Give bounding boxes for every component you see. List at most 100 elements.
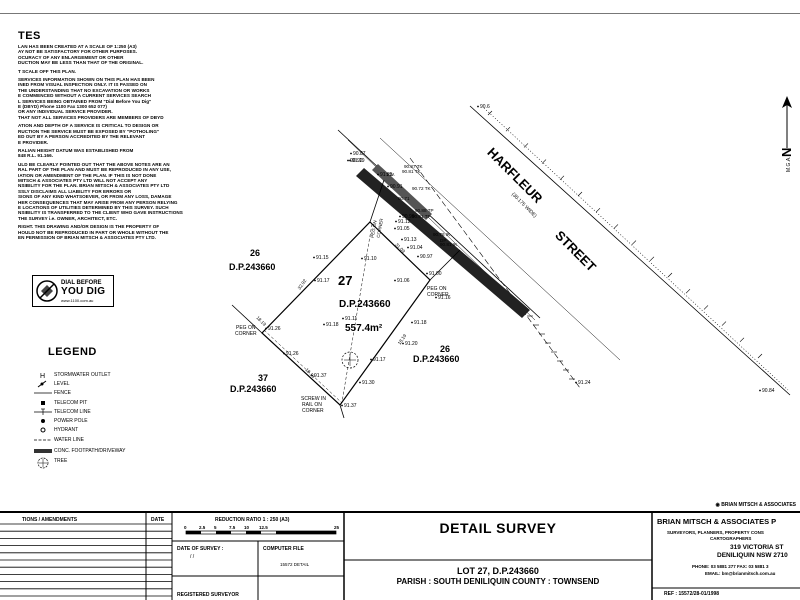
note-line: E (DBYD) Phone 1100 Fax 1300 652 077)	[18, 104, 107, 110]
reduction-ratio: REDUCTION RATIO 1 : 250 (A3)	[215, 517, 290, 523]
tree-icon	[341, 351, 359, 369]
legend-label: LEVEL	[54, 381, 70, 387]
legend-title: LEGEND	[48, 346, 97, 358]
adjoining-lot-dp-2: D.P.243660	[413, 354, 459, 364]
adjoining-lot-dp-3: D.P.243660	[230, 384, 276, 394]
tree-icon	[34, 457, 52, 469]
fence-line-2	[341, 223, 373, 403]
concrete-footpath	[356, 168, 530, 318]
note-line: RAL PART OF THE PLAN AND MUST BE REPRODU…	[18, 167, 171, 173]
service-tag: 90.81 TK	[402, 169, 421, 174]
peg-west-line-1: PEG ON	[236, 325, 256, 331]
service-tag: 90.71	[398, 196, 410, 201]
service-tag: 90.81 TP	[412, 214, 431, 219]
note-line: OR ANY INDIVIDUAL SERVICE PROVIDER.	[18, 109, 113, 115]
firm-name: BRIAN MITSCH & ASSOCIATES P	[657, 517, 777, 526]
level-point	[394, 227, 396, 230]
note-line: RALIAN HEIGHT DATUM WAS ESTABLISHED FROM	[18, 147, 134, 153]
lot-line: LOT 27, D.P.243660	[457, 566, 539, 576]
note-block: ULD BE CLEARLY POINTED OUT THAT THE ABOV…	[18, 162, 218, 221]
legend-label: WATER LINE	[54, 437, 85, 443]
spot-level: 91.37	[344, 403, 357, 409]
spot-levels: 91.1990.8790.9290.690.9190.9991.0591.129…	[265, 104, 775, 409]
level-tick	[667, 272, 673, 278]
level-tick	[721, 321, 727, 326]
note-line: ATION AND DEPTH OF A SERVICE IS CRITICAL…	[18, 123, 159, 129]
telecom-line	[409, 157, 581, 389]
legend-label: HYDRANT	[54, 427, 79, 433]
boundary-dimension: 18.19	[397, 333, 408, 346]
spot-level: 91.18	[326, 322, 339, 328]
level-point	[361, 257, 363, 260]
level-point	[350, 152, 352, 155]
notes-panel: LAN HAS BEEN CREATED AT A SCALE OF 1:250…	[18, 44, 218, 243]
telecom-line-icon	[34, 408, 52, 416]
note-block: RIGHT. THIS DRAWING AND/OR DESIGN IS THE…	[18, 224, 218, 240]
note-line: RIGHT. THIS DRAWING AND/OR DESIGN IS THE…	[18, 224, 160, 230]
north-arrow: N M.G.A.	[779, 96, 794, 172]
title-block-top-border	[0, 511, 800, 513]
legend-label: TELECOM PIT	[54, 400, 88, 406]
level-point	[394, 279, 396, 282]
note-line: OCURACY OF ANY ENLARGEMENT OR OTHER	[18, 54, 124, 60]
computer-file-value: 15572 DETAIL	[280, 562, 310, 567]
spot-level: 91.37	[314, 373, 327, 379]
peg-west-line-2: CORNER	[235, 331, 257, 337]
adjoining-lot-number-3: 37	[258, 373, 268, 383]
note-line: NSIBILITY IS TRANSFERRED TO THE CLIENT W…	[18, 210, 183, 216]
spot-level: 91.17	[373, 357, 386, 363]
level-point	[377, 173, 379, 176]
note-line: ULD BE CLEARLY POINTED OUT THAT THE ABOV…	[18, 161, 170, 167]
stormwater-outlet-icon: H	[34, 371, 52, 380]
level-tick	[487, 110, 493, 116]
dig-line-1: DIAL BEFORE	[61, 280, 102, 286]
plan-drawing: N M.G.A. HARFLEUR STREET (30.175 WIDE) 2…	[229, 96, 794, 419]
telecom-pit-icon	[34, 399, 52, 407]
notes-title: TES	[18, 30, 41, 42]
note-block: T SCALE OFF THIS PLAN.	[18, 69, 218, 74]
svg-text:H: H	[40, 373, 45, 379]
revisions-header: TIONS / AMENDMENTS	[22, 517, 78, 523]
note-line: THAT NOT ALL SERVICES PROVIDERS ARE MEMB…	[18, 114, 164, 120]
level-point	[347, 159, 349, 162]
level-point	[265, 327, 267, 330]
scale-tick-label: 12.5	[259, 525, 268, 530]
note-line: LAN HAS BEEN CREATED AT A SCALE OF 1:250…	[18, 44, 137, 49]
spot-level: 91.17	[317, 278, 330, 284]
spot-level: 91.19	[352, 158, 365, 164]
legend-label: CONC. FOOTPATH/DRIVEWAY	[54, 448, 126, 454]
dial-before-you-dig-logo: DIAL BEFORE YOU DIG www.1100.com.au	[32, 275, 114, 307]
level-tick	[757, 353, 763, 359]
service-tag: 90.81 IK	[440, 242, 458, 247]
firm-email: EMAIL: bm@brianmitsch.com.au	[705, 571, 776, 576]
lot-27-area: 557.4m²	[345, 323, 383, 334]
note-line: SERVICES INFORMATION SHOWN ON THIS PLAN …	[18, 77, 155, 83]
service-tag: DP	[440, 238, 446, 243]
legend-label: TREE	[54, 458, 68, 464]
adjoining-lot-dp-1: D.P.243660	[229, 262, 275, 272]
level-point	[399, 215, 401, 218]
note-line: E PROVIDER.	[18, 139, 49, 145]
power-pole-icon	[34, 417, 52, 425]
screw-line-2: RAIL ON	[302, 402, 322, 408]
firm-phone: PHONE: 03 5881 277 FAX: 03 5881 3	[692, 564, 769, 569]
spot-level: 91.15	[316, 255, 329, 261]
spot-level: 91.18	[414, 320, 427, 326]
sheet-top-border	[0, 13, 800, 14]
peg-north-line-1: PEG ON	[370, 220, 378, 238]
lot-27-number: 27	[338, 273, 352, 288]
level-point	[411, 321, 413, 324]
level-tick	[505, 126, 511, 132]
date-header: DATE	[151, 517, 165, 523]
scale-tick-label: 25	[334, 525, 340, 530]
level-tick	[703, 305, 709, 310]
spot-level: 91.13	[404, 237, 417, 243]
note-line: 848 R.L. 91.166.	[18, 153, 54, 159]
spot-level: 91.20	[405, 341, 418, 347]
firm-subtitle: SURVEYORS, PLANNERS, PROPERTY CONS	[667, 530, 764, 535]
spot-level: 91.04	[410, 245, 423, 251]
service-tag: 90.87 TK	[404, 164, 423, 169]
note-block: SERVICES INFORMATION SHOWN ON THIS PLAN …	[18, 77, 218, 120]
level-point	[759, 389, 761, 392]
